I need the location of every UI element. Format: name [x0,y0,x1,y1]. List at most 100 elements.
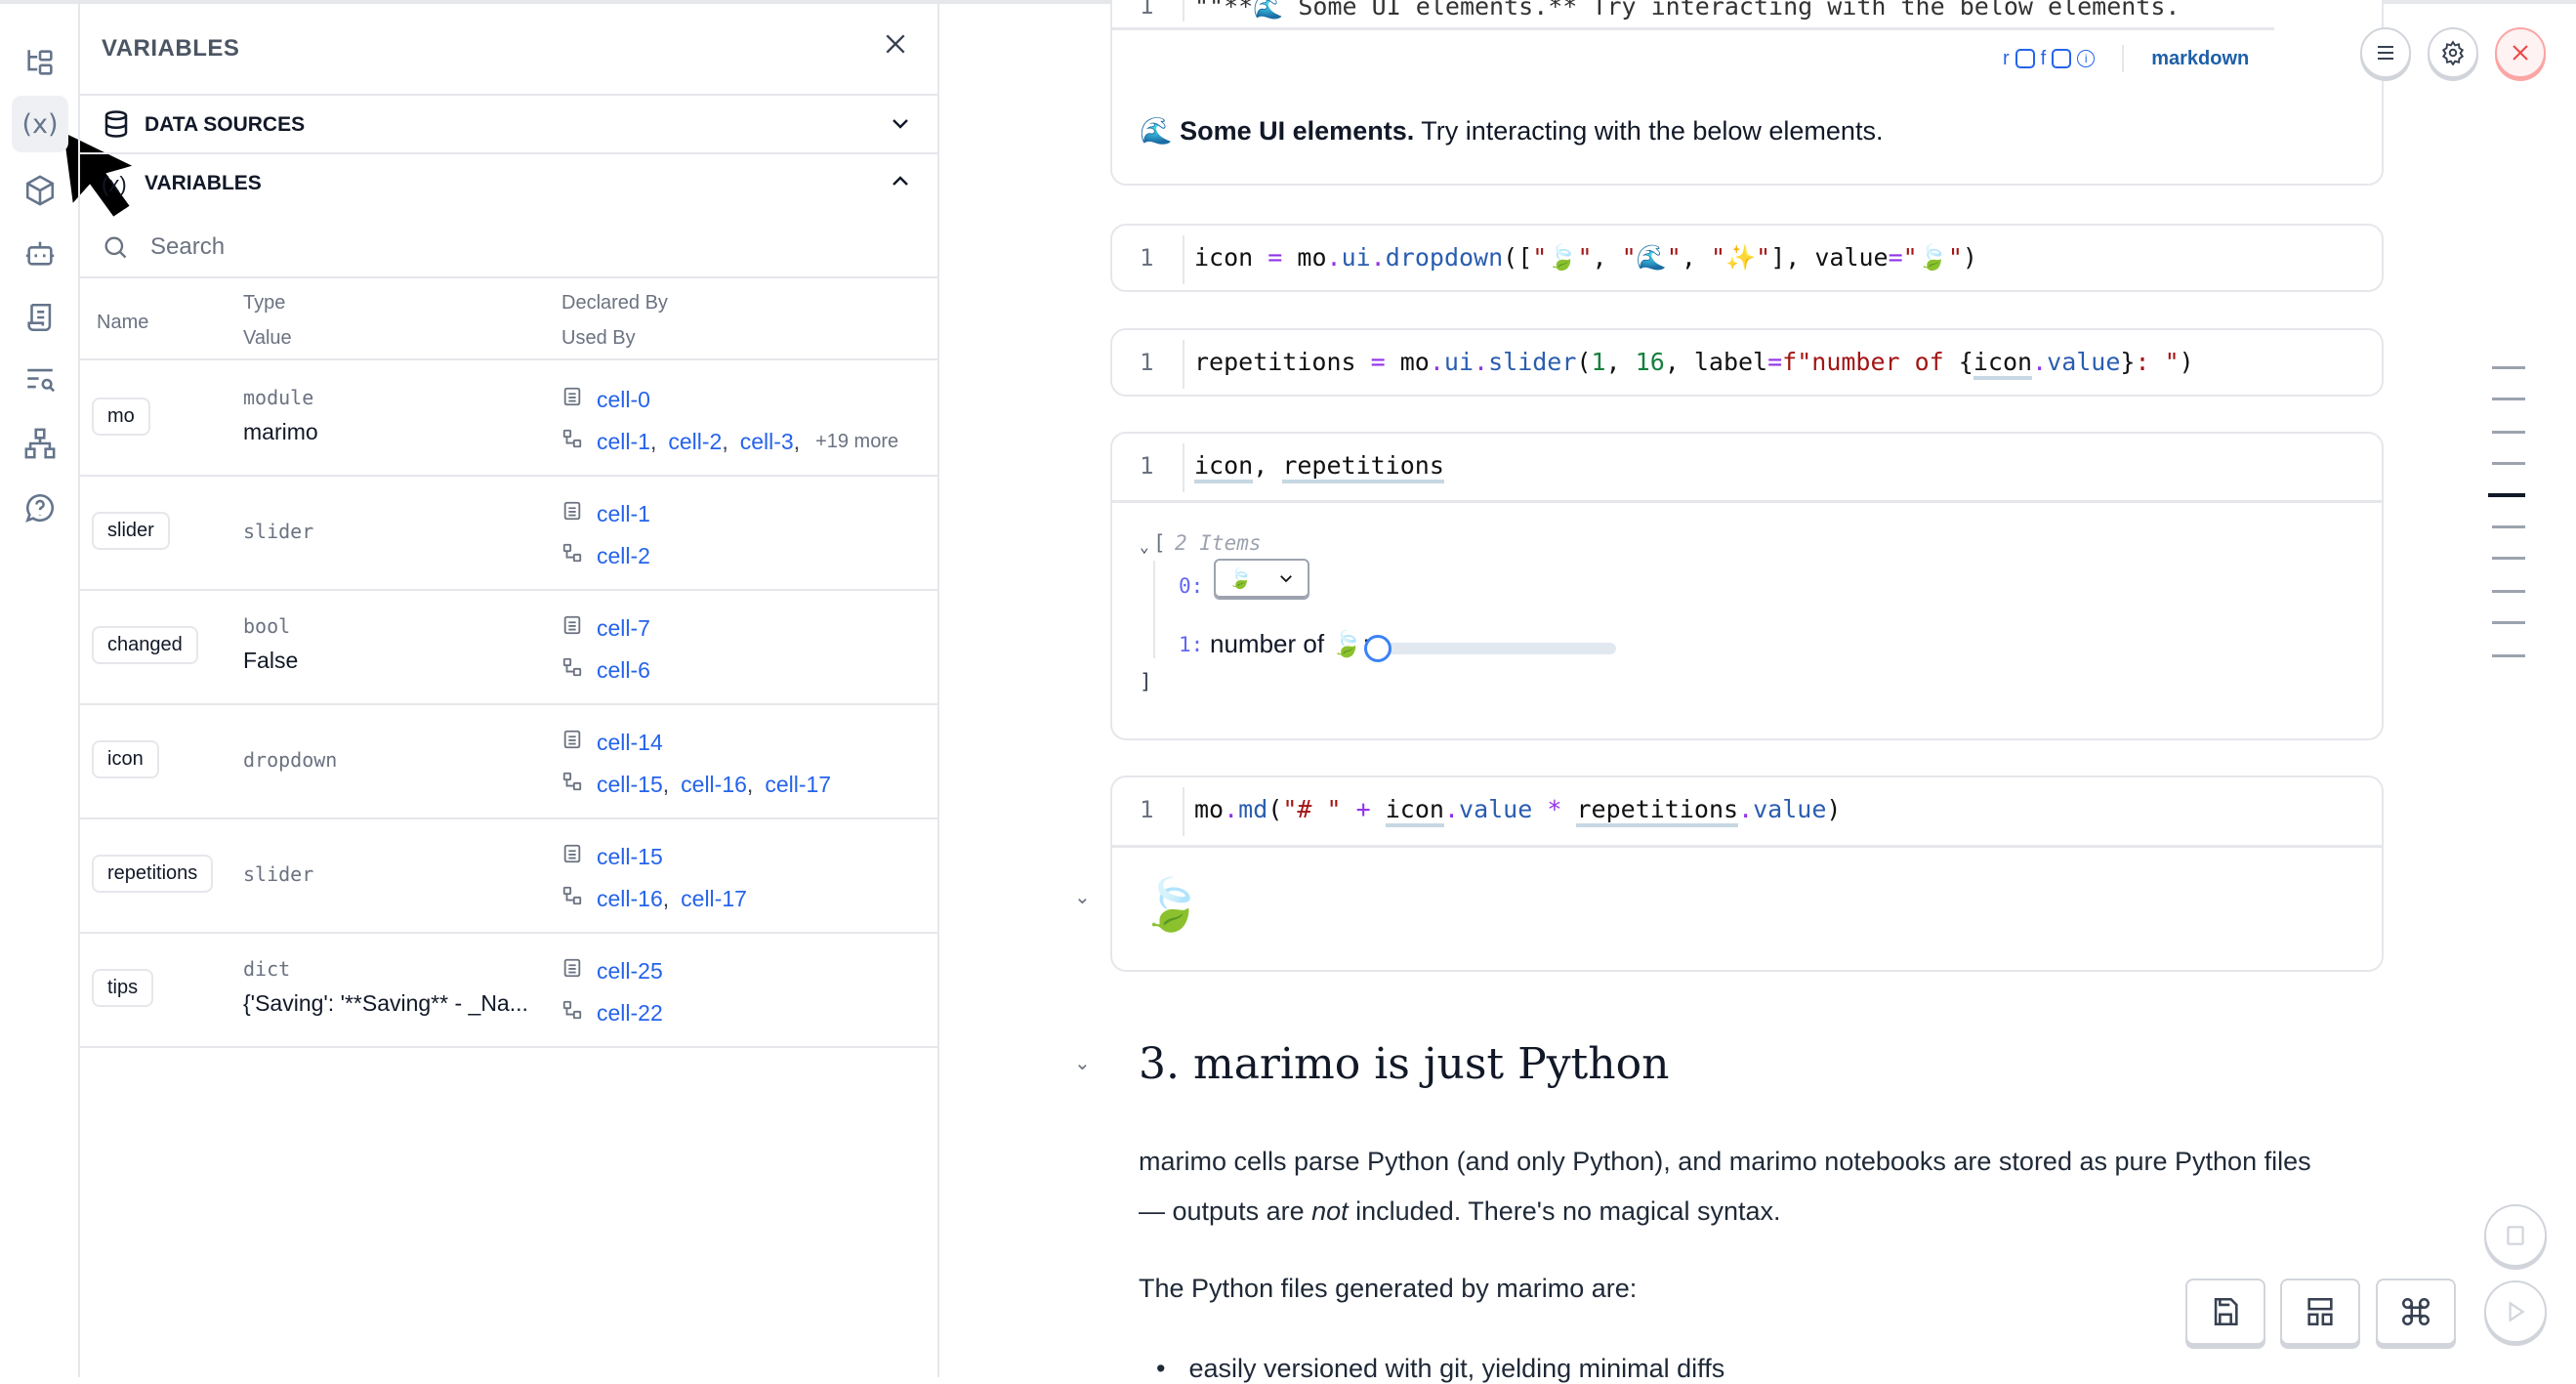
markdown-source[interactable]: ""**🌊 Some UI elements.** Try interactin… [1194,0,2181,21]
cell-link[interactable]: cell-15 [597,771,663,797]
file-tree-icon[interactable] [12,34,68,91]
minimap-marker[interactable] [2492,431,2525,434]
settings-button[interactable] [2428,27,2478,78]
command-palette-button[interactable] [2376,1279,2456,1345]
code-editor[interactable]: icon = mo.ui.dropdown(["🍃", "🌊", "✨"], v… [1194,243,1977,273]
code-editor[interactable]: mo.md("# " + icon.value * repetitions.va… [1194,795,1841,827]
raw-prefix-toggle[interactable]: r [2003,47,2010,69]
variables-icon[interactable]: (x) [12,96,68,152]
search-list-icon[interactable] [12,352,68,408]
data-sources-section[interactable]: DATA SOURCES [80,96,937,154]
cell-link[interactable]: cell-6 [597,656,650,683]
code-cell[interactable]: 1 mo.md("# " + icon.value * repetitions.… [1110,776,2384,972]
collapse-chevron-icon[interactable]: ⌄ [1074,887,1091,908]
code-token: { [1958,348,1974,376]
layout-button[interactable] [2280,1279,2360,1345]
variable-name[interactable]: tips [92,969,154,1007]
collapse-chevron-icon[interactable]: ⌄ [1140,537,1149,556]
minimap-marker[interactable] [2492,654,2525,657]
used-by-icon [561,999,597,1027]
cell-link[interactable]: cell-22 [597,999,663,1026]
cell-link[interactable]: cell-7 [597,614,650,641]
shutdown-button[interactable] [2495,27,2546,78]
col-declared-by[interactable]: Declared By [561,292,668,314]
help-icon[interactable] [12,480,68,536]
cell-link[interactable]: cell-25 [597,957,663,984]
more-link[interactable]: +19 more [815,430,899,452]
scroll-icon[interactable] [12,289,68,346]
chevron-down-icon [1280,575,1293,583]
code-cell[interactable]: 1 icon = mo.ui.dropdown(["🍃", "🌊", "✨"],… [1110,224,2384,292]
minimap-marker[interactable] [2492,462,2525,465]
dependency-graph-icon[interactable] [12,415,68,472]
search-input[interactable]: Search [150,233,226,260]
markdown-toolbar: r f i markdown [2003,45,2249,72]
bullet: • [1156,1354,1166,1383]
cell-link[interactable]: cell-17 [765,771,832,797]
cell-link[interactable]: cell-17 [681,885,747,911]
save-button[interactable] [2185,1279,2265,1345]
minimap-marker[interactable] [2492,557,2525,560]
info-icon[interactable]: i [2077,50,2096,67]
variable-search[interactable]: Search [80,218,937,278]
col-name[interactable]: Name [97,312,149,333]
variable-reference: icon [1194,451,1254,483]
cell-link[interactable]: cell-14 [597,729,663,755]
col-type[interactable]: Type [243,292,286,314]
repetitions-slider-track[interactable] [1378,643,1616,654]
cell-link[interactable]: cell-0 [597,386,650,412]
code-token: mo [1282,243,1327,272]
col-value[interactable]: Value [243,327,292,349]
minimap-marker[interactable] [2492,621,2525,624]
collapse-chevron-icon[interactable]: ⌄ [1074,1053,1091,1074]
variable-name[interactable]: changed [92,626,198,664]
code-cell[interactable]: 1 repetitions = mo.ui.slider(1, 16, labe… [1110,328,2384,397]
code-token: ( [1267,795,1283,823]
cell-link[interactable]: cell-2 [668,428,723,454]
robot-icon[interactable] [12,225,68,281]
run-button[interactable] [2484,1280,2547,1343]
col-used-by[interactable]: Used By [561,327,636,349]
code-cell[interactable]: 1 icon, repetitions ⌄ [ 2 Items 0: 🍃 1: … [1110,432,2384,740]
used-by: cell-16,cell-17 [561,885,747,912]
minimap-marker[interactable] [2492,525,2525,528]
variables-section[interactable]: (x) VARIABLES [80,154,937,213]
checkbox-icon[interactable] [2052,49,2072,68]
language-label[interactable]: markdown [2151,47,2250,69]
variable-name[interactable]: icon [92,740,159,778]
cell-link[interactable]: cell-15 [597,843,663,869]
code-editor[interactable]: repetitions = mo.ui.slider(1, 16, label=… [1194,348,2194,380]
variable-reference: icon [1385,795,1444,827]
cell-link[interactable]: cell-1 [597,428,650,454]
chevron-up-icon [889,170,912,198]
interrupt-button[interactable] [2484,1204,2547,1267]
cell-link[interactable]: cell-3 [739,428,794,454]
cell-link[interactable]: cell-16 [681,771,747,797]
variable-name[interactable]: slider [92,512,170,550]
checkbox-icon[interactable] [2015,49,2035,68]
minimap-marker[interactable] [2492,590,2525,593]
minimap-marker[interactable] [2488,493,2525,497]
package-icon[interactable] [12,162,68,219]
code-token: ([ [1503,243,1533,272]
cell-link[interactable]: cell-2 [597,542,650,568]
icon-dropdown[interactable]: 🍃 [1214,559,1309,598]
markdown-cell[interactable]: 1 ""**🌊 Some UI elements.** Try interact… [1110,0,2384,186]
variable-name[interactable]: mo [92,398,150,436]
slider-thumb[interactable] [1364,635,1392,662]
menu-button[interactable] [2360,27,2411,78]
minimap-marker[interactable] [2492,398,2525,400]
variable-name[interactable]: repetitions [92,855,214,893]
f-prefix-toggle[interactable]: f [2040,47,2047,69]
cell-link[interactable]: cell-16 [597,885,663,911]
code-editor[interactable]: icon, repetitions [1194,451,1444,483]
close-panel-button[interactable] [883,31,908,64]
cell-link[interactable]: cell-1 [597,500,650,526]
minimap-marker[interactable] [2492,366,2525,369]
